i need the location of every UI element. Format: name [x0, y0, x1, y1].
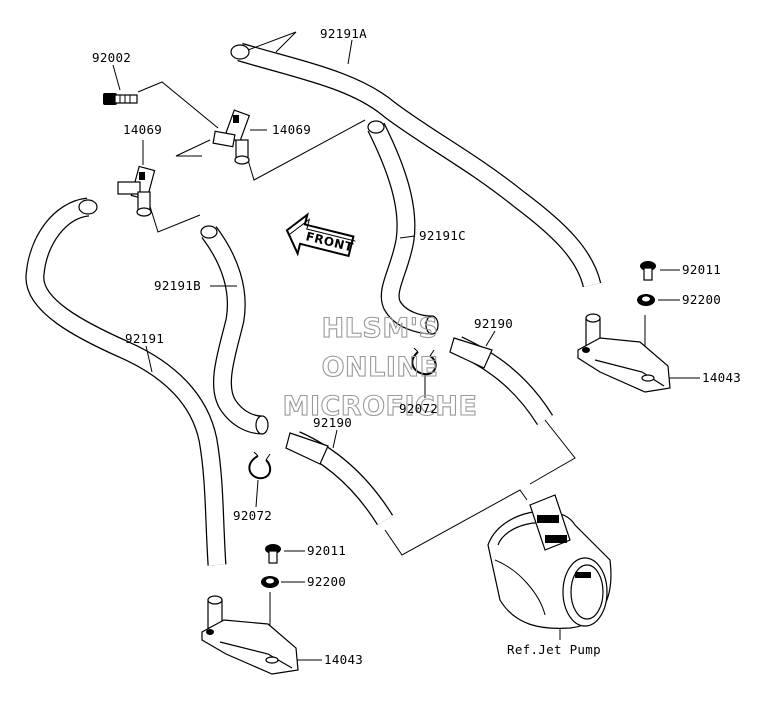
jet-pump — [487, 494, 612, 629]
cooler-14043-left[interactable] — [201, 595, 299, 675]
hose-92191c[interactable] — [367, 120, 439, 335]
leader-lines — [112, 31, 700, 661]
part-labels: 92191A 92002 14069 14069 92191C 92191B 9… — [92, 26, 741, 667]
label-92002: 92002 — [92, 50, 131, 65]
watermark-line-3: MICROFICHE — [283, 391, 478, 422]
label-14069-left: 14069 — [123, 122, 162, 137]
label-92191c: 92191C — [419, 228, 466, 243]
watermark: HLSM'S ONLINE MICROFICHE — [282, 312, 478, 422]
label-14043-right: 14043 — [702, 370, 741, 385]
cooler-14043-right[interactable] — [577, 313, 671, 393]
label-14069-right: 14069 — [272, 122, 311, 137]
clamp-92072-left[interactable] — [248, 451, 272, 480]
front-direction-arrow: FRONT — [285, 212, 356, 258]
hose-92190-right[interactable] — [449, 336, 554, 426]
label-92191: 92191 — [125, 331, 164, 346]
label-92190-right: 92190 — [474, 316, 513, 331]
label-92191a: 92191A — [320, 26, 367, 41]
clamp-92072-right[interactable] — [411, 347, 437, 376]
label-92191b: 92191B — [154, 278, 201, 293]
label-92011-left: 92011 — [307, 543, 346, 558]
label-92072-left: 92072 — [233, 508, 272, 523]
label-92011-right: 92011 — [682, 262, 721, 277]
washer-92200-right[interactable] — [637, 294, 655, 306]
hose-92191b[interactable] — [200, 225, 269, 435]
hose-92191[interactable] — [25, 197, 227, 566]
label-92072-right: 92072 — [399, 401, 438, 416]
fitting-14069-left[interactable] — [117, 165, 156, 217]
label-92190-left: 92190 — [313, 415, 352, 430]
watermark-line-1: HLSM'S — [322, 313, 439, 344]
washer-92200-left[interactable] — [261, 576, 279, 588]
fitting-14069-right[interactable] — [212, 109, 251, 165]
watermark-line-2: ONLINE — [322, 352, 439, 383]
label-14043-left: 14043 — [324, 652, 363, 667]
bolt-92011-right[interactable] — [640, 261, 656, 281]
bolt-92011-left[interactable] — [265, 544, 281, 564]
bolt-92002[interactable] — [103, 93, 138, 105]
label-92200-right: 92200 — [682, 292, 721, 307]
hose-92190-left[interactable] — [285, 431, 394, 526]
label-92200-left: 92200 — [307, 574, 346, 589]
label-ref-jet-pump: Ref.Jet Pump — [507, 642, 601, 657]
hose-92191a[interactable] — [230, 42, 602, 288]
